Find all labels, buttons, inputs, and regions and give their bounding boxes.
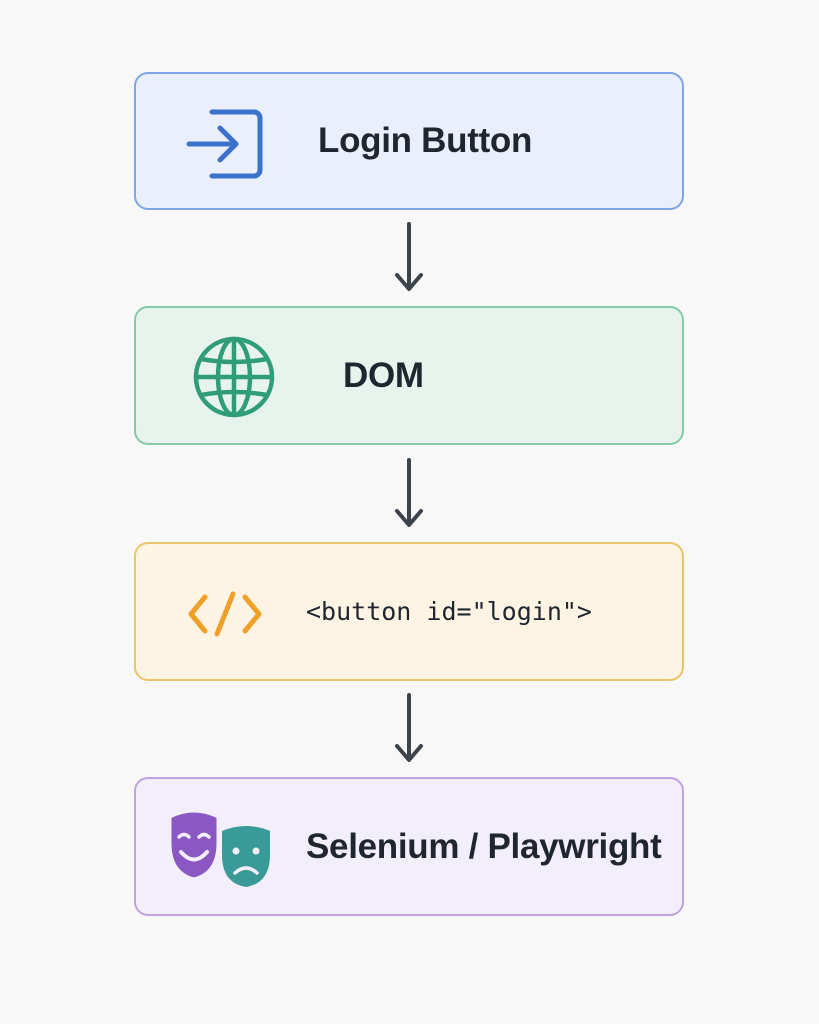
step-login-button: Login Button: [134, 72, 684, 210]
arrow-down-icon: [395, 222, 423, 291]
step-label: Login Button: [318, 121, 533, 160]
globe-icon: [193, 336, 275, 418]
step-dom: DOM: [134, 306, 684, 445]
step-selenium-playwright: Selenium / Playwright: [134, 777, 684, 916]
step-label: <button id="login">: [306, 597, 592, 626]
step-button-element: <button id="login">: [134, 542, 684, 681]
theater-masks-icon: [168, 809, 270, 887]
step-label: DOM: [343, 355, 424, 395]
arrow-down-icon: [395, 458, 423, 527]
step-label: Selenium / Playwright: [306, 826, 662, 866]
arrow-down-icon: [395, 693, 423, 762]
login-icon: [186, 109, 263, 179]
code-icon: [188, 591, 262, 637]
